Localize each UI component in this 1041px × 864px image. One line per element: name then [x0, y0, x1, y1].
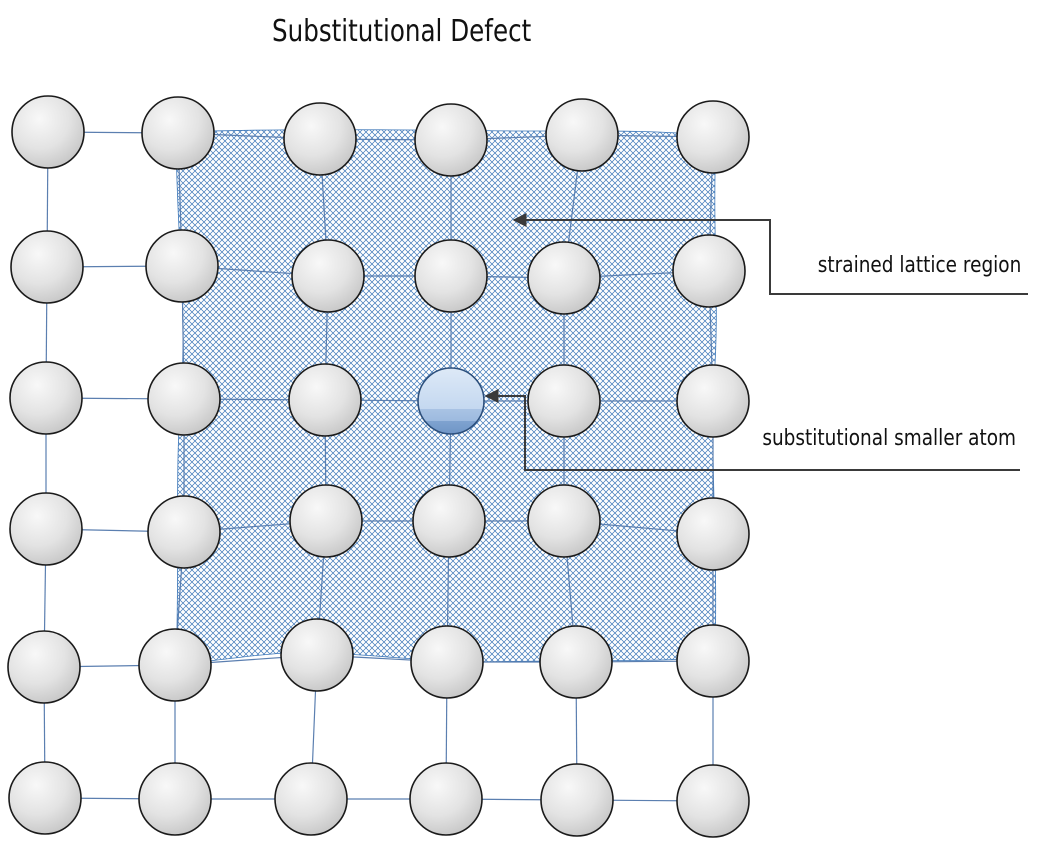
lattice-atom	[291, 239, 365, 313]
lattice-atom	[410, 625, 484, 699]
lattice-atom	[414, 103, 488, 177]
lattice-atom	[409, 762, 483, 836]
callout-line-substitutional-atom	[484, 389, 1020, 471]
lattice-atom	[288, 363, 362, 437]
lattice-atom	[527, 364, 601, 438]
lattice-atom	[9, 492, 83, 566]
diagram-title: Substitutional Defect	[272, 14, 532, 49]
lattice-atom	[412, 484, 486, 558]
lattice-atom	[527, 241, 601, 315]
lattice-atom	[283, 102, 357, 176]
lattice-atom	[147, 362, 221, 436]
lattice-atom	[676, 624, 750, 698]
lattice-atom	[672, 234, 746, 308]
lattice-atom	[545, 98, 619, 172]
lattice-atom	[7, 630, 81, 704]
lattice-atom	[9, 361, 83, 435]
lattice-atom	[289, 484, 363, 558]
lattice-atom	[8, 761, 82, 835]
lattice-atom	[539, 625, 613, 699]
lattice-atom	[676, 364, 750, 438]
lattice-atom	[147, 495, 221, 569]
callout-line-strained-region	[512, 213, 1028, 295]
substitutional-atom	[417, 367, 485, 435]
lattice-atom	[11, 95, 85, 169]
lattice-atom	[141, 96, 215, 170]
lattice-atom	[527, 484, 601, 558]
lattice-atom	[138, 628, 212, 702]
callout-substitutional-atom	[484, 389, 1020, 471]
lattice-atom	[676, 100, 750, 174]
substitutional-atom-label: substitutional smaller atom	[762, 426, 1016, 451]
lattice-atom	[145, 229, 219, 303]
lattice-atom	[138, 762, 212, 836]
lattice-atom	[414, 239, 488, 313]
lattice-atom	[676, 764, 750, 838]
lattice-atom	[676, 497, 750, 571]
lattice-atom	[10, 230, 84, 304]
lattice-atom	[280, 618, 354, 692]
callout-strained-region	[512, 213, 1028, 295]
lattice-atom	[540, 763, 614, 837]
strained-lattice-region-label: strained lattice region	[817, 253, 1021, 278]
lattice-atom	[274, 762, 348, 836]
lattice-atoms	[7, 95, 750, 838]
